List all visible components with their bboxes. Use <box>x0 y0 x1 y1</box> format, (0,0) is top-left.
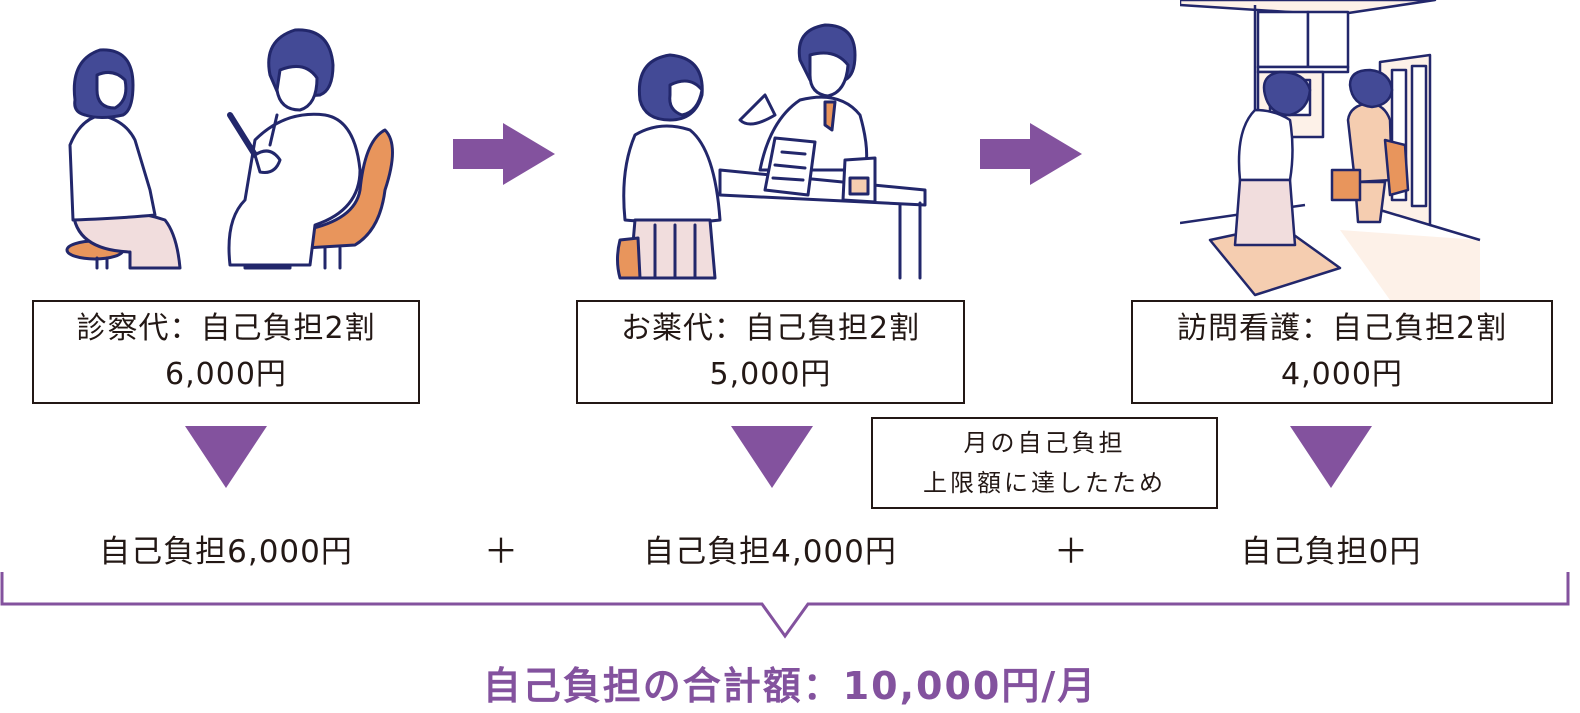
plus-sign: ＋ <box>484 532 518 572</box>
box-label: お薬代：自己負担2割 <box>620 311 921 346</box>
right-arrow-icon <box>980 123 1082 185</box>
result-home-nursing: 自己負担0円 <box>1240 534 1422 570</box>
limit-reached-note: 月の自己負担 上限額に達したため <box>871 417 1218 509</box>
step-box-consultation: 診察代：自己負担2割 6,000円 <box>32 300 420 404</box>
box-label: 診察代：自己負担2割 <box>76 311 376 346</box>
down-triangle-icon <box>731 426 813 488</box>
step-box-medicine: お薬代：自己負担2割 5,000円 <box>576 300 965 404</box>
down-triangle-icon <box>185 426 267 488</box>
box-amount: 5,000円 <box>709 357 832 392</box>
right-arrow-icon <box>453 123 555 185</box>
box-amount: 6,000円 <box>165 357 287 392</box>
note-line-1: 月の自己負担 <box>963 429 1126 457</box>
box-amount: 4,000円 <box>1281 357 1403 392</box>
doctor-consultation-illustration <box>65 28 394 270</box>
pharmacy-illustration <box>616 23 927 280</box>
total-amount: 自己負担の合計額：10,000円/月 <box>482 664 1098 708</box>
step-box-home-nursing: 訪問看護：自己負担2割 4,000円 <box>1131 300 1553 404</box>
home-nursing-illustration <box>1180 0 1490 300</box>
note-line-2: 上限額に達したため <box>923 469 1166 497</box>
down-triangle-icon <box>1290 426 1372 488</box>
plus-sign: ＋ <box>1054 532 1088 572</box>
box-label: 訪問看護：自己負担2割 <box>1176 311 1508 346</box>
result-medicine: 自己負担4,000円 <box>643 534 897 570</box>
sum-bracket <box>0 572 1570 639</box>
result-consultation: 自己負担6,000円 <box>99 534 353 570</box>
